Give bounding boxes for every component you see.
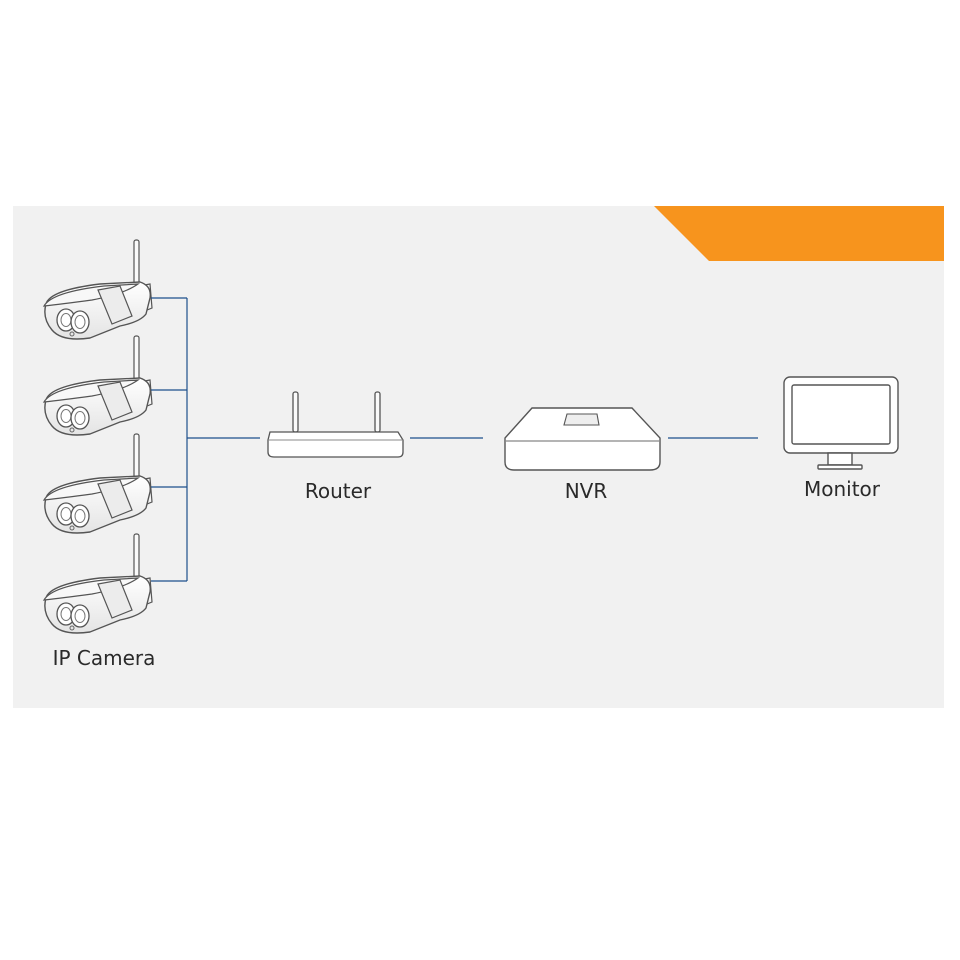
ip-camera-icon <box>43 239 153 340</box>
ip-camera-icon <box>43 533 153 634</box>
nvr-label: NVR <box>564 479 608 503</box>
diagram-panel <box>13 206 944 708</box>
camera-label: IP Camera <box>52 646 156 670</box>
ip-camera-icon <box>43 433 153 534</box>
router-icon <box>267 391 404 458</box>
banner-title: Local view instruction <box>685 13 946 41</box>
ip-camera-icon <box>43 335 153 436</box>
nvr-icon <box>504 407 661 471</box>
connection-lines <box>151 297 758 582</box>
monitor-icon <box>783 376 899 470</box>
monitor-label: Monitor <box>803 477 881 501</box>
router-label: Router <box>304 479 372 503</box>
title-banner <box>654 206 944 261</box>
